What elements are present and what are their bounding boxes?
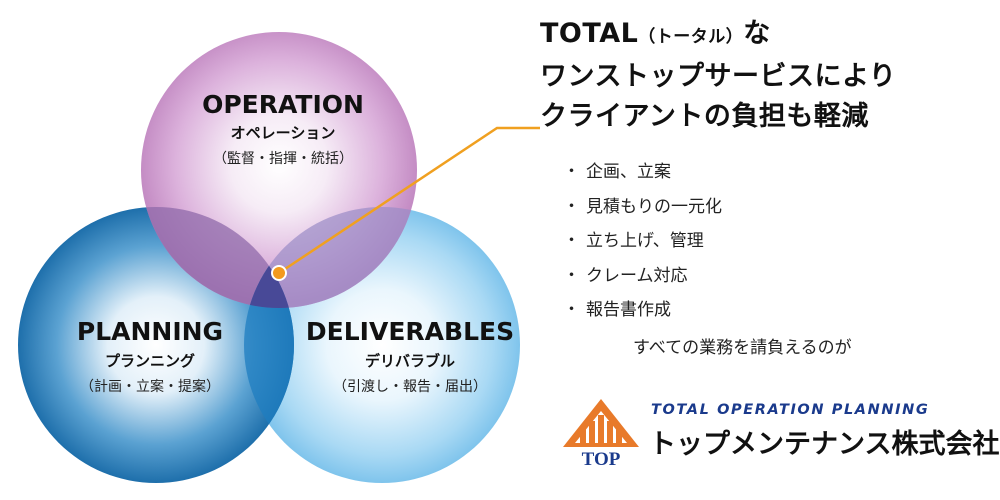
bullet-mark: ・ bbox=[563, 265, 580, 286]
overlap-operation-planning bbox=[141, 207, 294, 308]
company-japanese-name: トップメンテナンス株式会社 bbox=[649, 429, 1000, 460]
deliverables-subtitle: デリバラブル bbox=[365, 352, 455, 370]
planning-title: PLANNING bbox=[77, 317, 223, 346]
list-item-label: クレーム対応 bbox=[586, 265, 688, 286]
company-logo-icon: TOP bbox=[563, 399, 639, 469]
operation-subtitle: オペレーション bbox=[231, 124, 336, 142]
headline-total-reading: （トータル） bbox=[638, 27, 744, 47]
bullet-mark: ・ bbox=[563, 231, 580, 251]
overlap-operation-deliverables bbox=[244, 207, 417, 308]
list-item-label: 報告書作成 bbox=[586, 300, 671, 320]
list-item: ・企画、立案 bbox=[563, 155, 722, 190]
planning-detail: （計画・立案・提案） bbox=[80, 378, 220, 395]
headline-na: な bbox=[743, 18, 771, 49]
company-english-name: TOTAL OPERATION PLANNING bbox=[651, 402, 930, 418]
connector-line bbox=[278, 126, 540, 275]
headline-line-2: ワンストップサービスにより bbox=[540, 61, 897, 92]
operation-title: OPERATION bbox=[202, 90, 364, 119]
headline-total: TOTAL bbox=[540, 18, 639, 49]
list-item-label: 企画、立案 bbox=[586, 162, 671, 182]
bullet-mark: ・ bbox=[563, 300, 580, 320]
connector-dot bbox=[271, 265, 287, 281]
list-item: ・クレーム対応 bbox=[563, 259, 722, 294]
bullet-mark: ・ bbox=[563, 162, 580, 182]
venn-diagram: OPERATION オペレーション （監督・指揮・統括） PLANNING プラ… bbox=[18, 32, 540, 483]
planning-subtitle: プランニング bbox=[105, 352, 195, 370]
list-item-label: 立ち上げ、管理 bbox=[586, 231, 704, 251]
headline-line-1: TOTAL（トータル）な bbox=[540, 14, 896, 57]
deliverables-detail: （引渡し・報告・届出） bbox=[333, 379, 487, 395]
list-item-label: 見積もりの一元化 bbox=[586, 196, 722, 217]
service-list: ・企画、立案 ・見積もりの一元化 ・立ち上げ、管理 ・クレーム対応 ・報告書作成 bbox=[563, 155, 722, 328]
headline: TOTAL（トータル）な ワンストップサービスにより クライアントの負担も軽減 bbox=[540, 14, 896, 137]
list-item: ・見積もりの一元化 bbox=[563, 190, 722, 225]
logo-text: TOP bbox=[582, 449, 621, 469]
list-item: ・報告書作成 bbox=[563, 293, 722, 328]
deliverables-title: DELIVERABLES bbox=[306, 317, 514, 346]
operation-detail: （監督・指揮・統括） bbox=[213, 150, 353, 167]
closing-statement: すべての業務を請負えるのが bbox=[633, 338, 852, 358]
headline-line-3: クライアントの負担も軽減 bbox=[540, 101, 869, 132]
list-item: ・立ち上げ、管理 bbox=[563, 224, 722, 259]
bullet-mark: ・ bbox=[563, 196, 580, 217]
